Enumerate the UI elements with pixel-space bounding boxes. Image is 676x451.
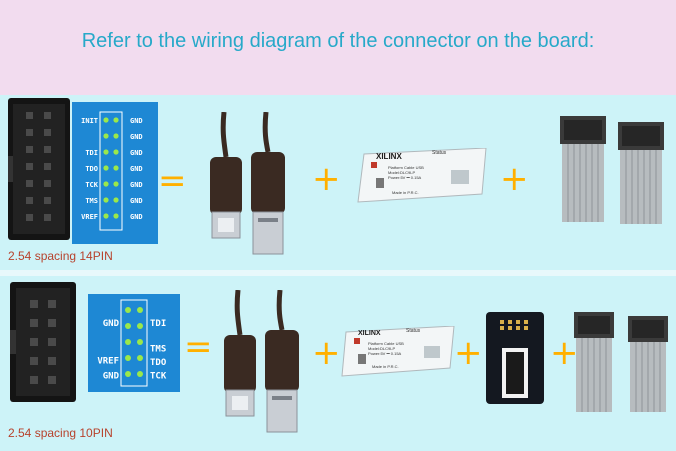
pinout-10pin: GND VREF GND TDI TMS TDO TCK	[88, 294, 180, 392]
pin-label-10-right: TDI	[150, 319, 166, 329]
pin-label-14-right: GND	[130, 181, 143, 189]
row-divider	[0, 270, 676, 276]
device-line2-2: Model:DLC9LP	[368, 346, 396, 351]
pin-label-10-left: VREF	[97, 357, 119, 367]
ribbon-cable-icon-2	[574, 312, 668, 412]
pin-label-10-right: TMS	[150, 345, 166, 355]
pin-label-10-right: TCK	[150, 372, 167, 382]
usb-cable-icon	[210, 112, 285, 255]
pinout-14pin: INIT TDI TDO TCK TMS VREF GND GND GND GND GND GND G…	[72, 102, 158, 244]
device-line1-2: Platform Cable USB	[368, 341, 404, 346]
xilinx-device-icon-2	[341, 326, 455, 377]
pin-label-14-right: GND	[130, 165, 143, 173]
pin-label-14-right: GND	[130, 213, 143, 221]
plus-sign-5: +	[550, 333, 579, 373]
pin-label-14-right: GND	[130, 133, 143, 141]
pin-label-10-left: GND	[103, 319, 120, 329]
device-line3-2: Power:5V ⎓ 0.15A	[368, 351, 402, 356]
device-footer-2: Made in P.R.C.	[372, 364, 399, 369]
equals-sign-2: =	[184, 327, 213, 367]
pin-label-14-left: INIT	[81, 117, 98, 125]
device-footer-1: Made in P.R.C.	[392, 190, 419, 195]
pin-label-14-left: TDI	[85, 149, 98, 157]
equals-sign-1: =	[158, 161, 187, 201]
plus-sign-1: +	[312, 159, 341, 199]
device-info-1: Platform Cable USB Model:DLC9LP Power:5V…	[388, 165, 448, 180]
device-status: Status	[432, 150, 447, 156]
device-line2: Model:DLC9LP	[388, 170, 416, 175]
ribbon-cable-icon	[560, 116, 664, 224]
caption-14pin: 2.54 spacing 14PIN	[8, 249, 113, 263]
xilinx-device-icon	[357, 148, 487, 203]
device-line3: Power:5V ⎓ 0.15A	[388, 175, 422, 180]
caption-10pin: 2.54 spacing 10PIN	[8, 426, 113, 440]
device-status-2: Status	[406, 328, 421, 334]
pin-label-14-right: GND	[130, 117, 143, 125]
pin-label-14-left: TCK	[85, 181, 98, 189]
device-info-2: Platform Cable USB Model:DLC9LP Power:5V…	[368, 341, 420, 356]
pin-label-10-right: TDO	[150, 358, 167, 368]
page-title: Refer to the wiring diagram of the conne…	[81, 30, 595, 52]
usb-cable-icon-2	[224, 290, 299, 433]
device-brand-2: XILINX	[358, 330, 381, 337]
device-line1: Platform Cable USB	[388, 165, 424, 170]
plus-sign-2: +	[500, 159, 529, 199]
adapter-board-icon	[486, 312, 544, 404]
pin-label-14-left: TDO	[85, 165, 98, 173]
plus-sign-4: +	[454, 333, 483, 373]
pin-label-10-left: GND	[103, 372, 120, 382]
plus-sign-3: +	[312, 333, 341, 373]
pin-label-14-left: VREF	[81, 213, 98, 221]
header-10pin	[10, 282, 76, 402]
title-band	[0, 0, 676, 95]
pin-label-14-right: GND	[130, 197, 143, 205]
device-brand: XILINX	[376, 152, 402, 161]
header-14pin	[8, 98, 70, 240]
pin-label-14-right: GND	[130, 149, 143, 157]
pin-label-14-left: TMS	[85, 197, 98, 205]
